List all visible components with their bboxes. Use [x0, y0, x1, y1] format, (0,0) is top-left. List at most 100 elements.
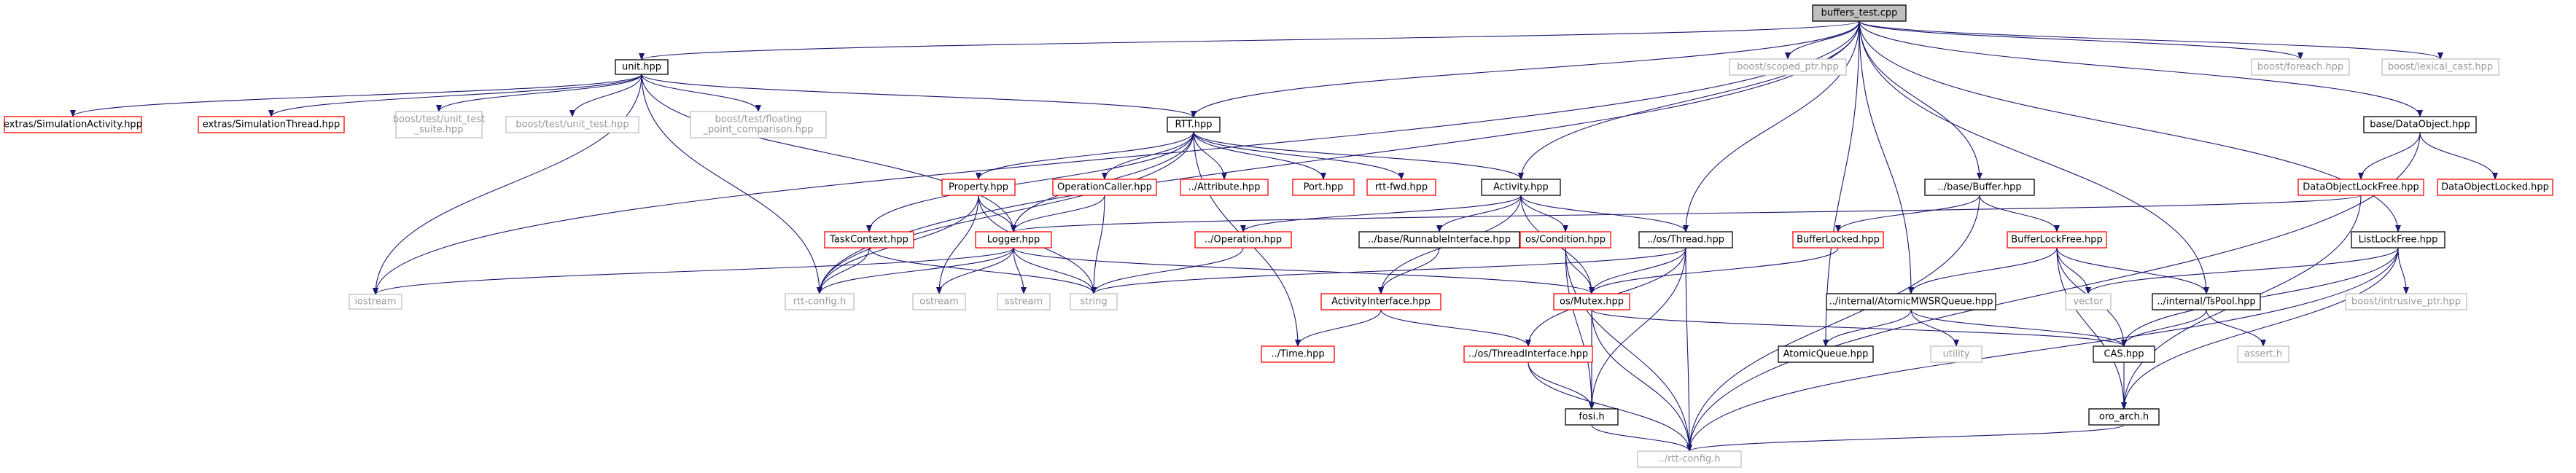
- node-fosi[interactable]: fosi.h: [1565, 408, 1619, 426]
- node-os-mutex[interactable]: os/Mutex.hpp: [1553, 293, 1630, 310]
- node-box: [2065, 293, 2112, 310]
- node-lexical-cast[interactable]: boost/lexical_cast.hpp: [2381, 58, 2499, 76]
- node-list-lockfree[interactable]: ListLockFree.hpp: [2351, 231, 2445, 249]
- node-box: [1366, 179, 1436, 196]
- node-base-buffer[interactable]: ../base/Buffer.hpp: [1924, 179, 2035, 196]
- node-dataobject-lockfree[interactable]: DataObjectLockFree.hpp: [2297, 179, 2424, 196]
- node-logger[interactable]: Logger.hpp: [975, 231, 1052, 249]
- node-floating[interactable]: boost/test/floating_point_comparison.hpp: [690, 111, 827, 138]
- node-sim-activity[interactable]: extras/SimulationActivity.hpp: [4, 116, 142, 133]
- node-sstream[interactable]: sstream: [997, 293, 1051, 310]
- node-buffer-locked[interactable]: BufferLocked.hpp: [1792, 231, 1884, 249]
- node-time[interactable]: ../Time.hpp: [1261, 345, 1335, 363]
- node-box: [2007, 231, 2107, 249]
- node-unit-test[interactable]: boost/test/unit_test.hpp: [505, 116, 639, 133]
- node-operation[interactable]: ../Operation.hpp: [1194, 231, 1292, 249]
- node-ts-pool[interactable]: ../internal/TsPool.hpp: [2152, 293, 2261, 310]
- node-label: BufferLockFree.hpp: [2011, 235, 2103, 246]
- node-box: [2251, 58, 2350, 76]
- node-box: [1320, 293, 1441, 310]
- edge-operation_caller-to-string: [1091, 195, 1105, 294]
- node-ostream[interactable]: ostream: [912, 293, 966, 310]
- node-label: Property.hpp: [949, 182, 1008, 193]
- node-box: [2351, 231, 2445, 249]
- node-box: [1637, 450, 1742, 468]
- node-box: [1826, 293, 1996, 310]
- node-atomic-mwsr[interactable]: ../internal/AtomicMWSRQueue.hpp: [1826, 293, 1996, 310]
- node-rtt-hpp[interactable]: RTT.hpp: [1167, 117, 1221, 133]
- node-oro-arch[interactable]: oro_arch.h: [2088, 408, 2160, 426]
- node-label: rtt-fwd.hpp: [1375, 182, 1428, 193]
- edge-os_thread-to-rtt_config2: [1685, 247, 1692, 452]
- node-activity[interactable]: Activity.hpp: [1481, 179, 1561, 196]
- node-label: buffers_test.cpp: [1821, 8, 1898, 19]
- node-base-dataobject[interactable]: base/DataObject.hpp: [2363, 116, 2477, 133]
- edge-atomic_mwsr-to-cas: [1910, 309, 2127, 347]
- node-activity-interface[interactable]: ActivityInterface.hpp: [1320, 293, 1441, 310]
- node-scoped-ptr[interactable]: boost/scoped_ptr.hpp: [1729, 58, 1847, 76]
- node-unit[interactable]: unit.hpp: [615, 59, 669, 75]
- edge-os_condition-to-rtt_config2: [1565, 247, 1692, 452]
- edge-activity-to-os_thread: [1520, 195, 1689, 232]
- node-box: [1292, 179, 1355, 196]
- node-label: iostream: [354, 297, 396, 308]
- node-label: unit.hpp: [622, 62, 661, 73]
- node-box: [2088, 408, 2160, 426]
- node-rtt-fwd[interactable]: rtt-fwd.hpp: [1366, 179, 1436, 196]
- edge-activity-to-os_condition: [1520, 195, 1568, 232]
- node-assert[interactable]: assert.h: [2237, 345, 2289, 363]
- node-label: OperationCaller.hpp: [1057, 182, 1152, 193]
- edge-os_mutex-to-rtt_config2: [1591, 309, 1692, 452]
- node-runnable-interface[interactable]: ../base/RunnableInterface.hpp: [1358, 231, 1520, 249]
- node-label: ../Attribute.hpp: [1188, 182, 1261, 193]
- node-label: extras/SimulationThread.hpp: [203, 120, 341, 130]
- edge-dataobject_lockfree-to-logger: [1011, 195, 2362, 232]
- node-box: [1638, 231, 1733, 249]
- edge-thread_interface-to-rtt_config2: [1528, 361, 1692, 452]
- edge-operation-to-string: [1091, 247, 1244, 294]
- node-port[interactable]: Port.hpp: [1292, 179, 1355, 196]
- node-label: boost/scoped_ptr.hpp: [1737, 62, 1839, 73]
- node-buffers-test[interactable]: buffers_test.cpp: [1812, 4, 1907, 22]
- node-label: extras/SimulationActivity.hpp: [4, 120, 142, 130]
- node-box: [1358, 231, 1520, 249]
- node-sim-thread[interactable]: extras/SimulationThread.hpp: [198, 116, 345, 133]
- edge-base_buffer-to-buffer_locked: [1835, 195, 1980, 232]
- node-intrusive-ptr[interactable]: boost/intrusive_ptr.hpp: [2345, 293, 2467, 310]
- node-label: oro_arch.h: [2099, 412, 2149, 423]
- node-foreach[interactable]: boost/foreach.hpp: [2251, 58, 2350, 76]
- node-property[interactable]: Property.hpp: [941, 179, 1016, 196]
- node-atomic-queue[interactable]: AtomicQueue.hpp: [1778, 345, 1874, 363]
- edge-unit-to-rtt_hpp: [641, 74, 1196, 118]
- node-label: string: [1080, 297, 1107, 308]
- node-dataobject-locked[interactable]: DataObjectLocked.hpp: [2437, 179, 2553, 196]
- node-unit-test-suite[interactable]: boost/test/unit_test_suite.hpp: [393, 111, 485, 138]
- node-task-context[interactable]: TaskContext.hpp: [824, 231, 914, 249]
- edge-oro_arch-to-rtt_config2: [1686, 424, 2125, 452]
- node-cas[interactable]: CAS.hpp: [2093, 345, 2155, 363]
- edge-unit-to-floating: [641, 74, 761, 112]
- node-box: [1924, 179, 2035, 196]
- node-box: [1463, 345, 1593, 363]
- node-box: [1553, 293, 1630, 310]
- node-thread-interface[interactable]: ../os/ThreadInterface.hpp: [1463, 345, 1593, 363]
- node-os-condition[interactable]: os/Condition.hpp: [1519, 231, 1611, 249]
- nodes-layer: buffers_test.cpp unit.hpp iostream extras/S…: [4, 4, 2553, 468]
- node-rtt-config[interactable]: rtt-config.h: [785, 293, 855, 310]
- node-os-thread[interactable]: ../os/Thread.hpp: [1638, 231, 1733, 249]
- node-vector[interactable]: vector: [2065, 293, 2112, 310]
- node-string[interactable]: string: [1070, 293, 1118, 310]
- node-iostream[interactable]: iostream: [349, 294, 402, 310]
- node-box: [2152, 293, 2261, 310]
- node-attribute[interactable]: ../Attribute.hpp: [1180, 179, 1269, 196]
- node-buffer-lockfree[interactable]: BufferLockFree.hpp: [2007, 231, 2107, 249]
- node-box: [1194, 231, 1292, 249]
- edge-activity_interface-to-time: [1295, 309, 1382, 347]
- edge-rtt_hpp-to-rtt_config: [817, 131, 1194, 294]
- node-operation-caller[interactable]: OperationCaller.hpp: [1052, 179, 1157, 196]
- node-label: DataObjectLockFree.hpp: [2303, 182, 2419, 193]
- node-rtt-config2[interactable]: ../rtt-config.h: [1637, 450, 1742, 468]
- node-utility[interactable]: utility: [1930, 345, 1982, 363]
- node-box: [1481, 179, 1561, 196]
